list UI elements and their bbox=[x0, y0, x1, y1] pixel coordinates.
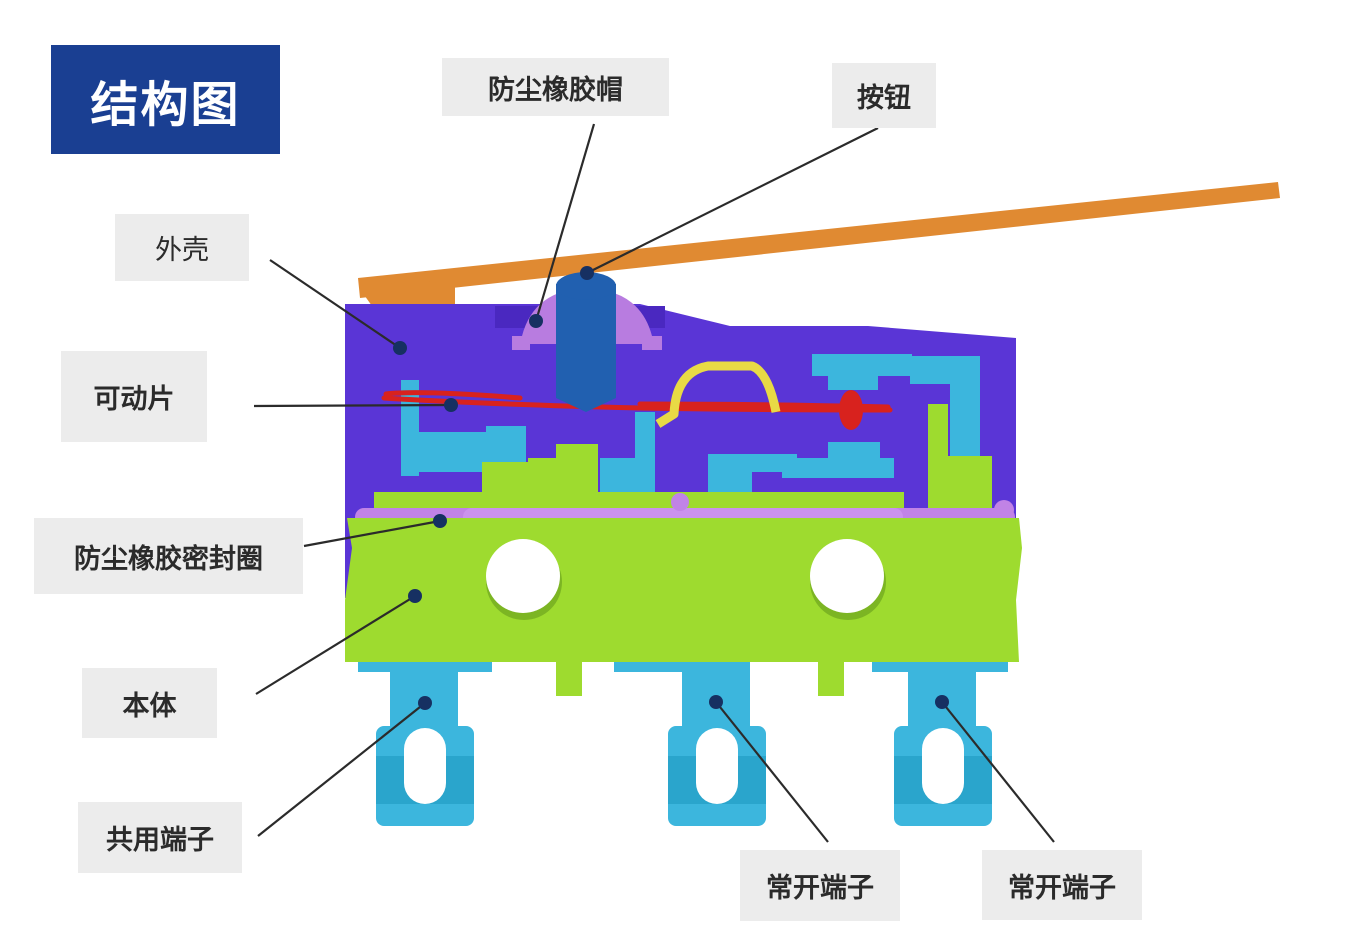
label-body: 本体 bbox=[82, 668, 217, 738]
contact-point bbox=[839, 390, 863, 430]
terminal-common bbox=[358, 662, 492, 826]
button bbox=[556, 272, 616, 412]
leader-dots bbox=[393, 266, 949, 710]
terminal-no-1 bbox=[614, 662, 766, 826]
leader-lines bbox=[253, 123, 1055, 843]
label-dust-cap: 防尘橡胶帽 bbox=[442, 58, 669, 116]
label-common-terminal: 共用端子 bbox=[78, 802, 242, 873]
lever bbox=[358, 182, 1280, 306]
label-no-terminal-2: 常开端子 bbox=[982, 850, 1142, 920]
label-movable-plate: 可动片 bbox=[61, 351, 207, 442]
label-seal-ring: 防尘橡胶密封圈 bbox=[34, 518, 303, 594]
internal-frame bbox=[401, 354, 980, 500]
mounting-holes bbox=[486, 539, 886, 620]
diagram-title: 结构图 bbox=[51, 45, 280, 154]
label-housing: 外壳 bbox=[115, 214, 249, 281]
label-no-terminal-1: 常开端子 bbox=[740, 850, 900, 921]
body-upper bbox=[374, 404, 992, 512]
label-button: 按钮 bbox=[832, 63, 936, 128]
terminal-no-2 bbox=[872, 662, 1008, 826]
curved-spring bbox=[655, 361, 781, 428]
